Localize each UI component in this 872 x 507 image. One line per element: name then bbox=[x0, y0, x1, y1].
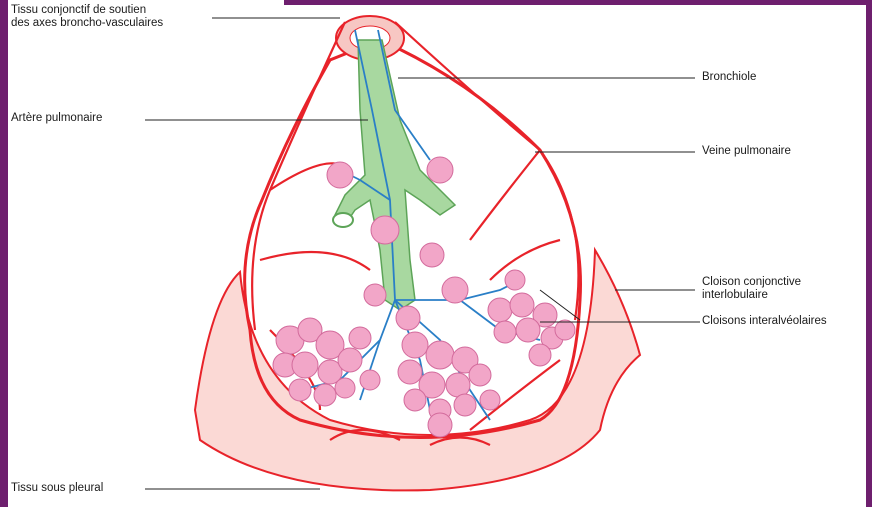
label-veine-pulmonaire: Veine pulmonaire bbox=[702, 145, 791, 158]
label-tissu-sous-pleural: Tissu sous pleural bbox=[11, 482, 103, 495]
label-tissu-conjonctif-line1: Tissu conjonctif de soutien bbox=[11, 4, 163, 17]
alveoli-center bbox=[398, 332, 500, 421]
label-cloison-conjonctive-line2: interlobulaire bbox=[702, 289, 801, 302]
label-tissu-conjonctif-line2: des axes broncho-vasculaires bbox=[11, 17, 163, 30]
label-cloison-conjonctive: Cloison conjonctive interlobulaire bbox=[702, 276, 801, 302]
label-cloisons-interalveolaires: Cloisons interalvéolaires bbox=[702, 315, 827, 328]
label-artere-pulmonaire: Artère pulmonaire bbox=[11, 112, 102, 125]
alveoli-left bbox=[273, 318, 380, 406]
label-tissu-conjonctif: Tissu conjonctif de soutien des axes bro… bbox=[11, 4, 163, 30]
alveoli-right bbox=[488, 293, 575, 366]
label-cloison-conjonctive-line1: Cloison conjonctive bbox=[702, 276, 801, 289]
label-bronchiole: Bronchiole bbox=[702, 71, 756, 84]
